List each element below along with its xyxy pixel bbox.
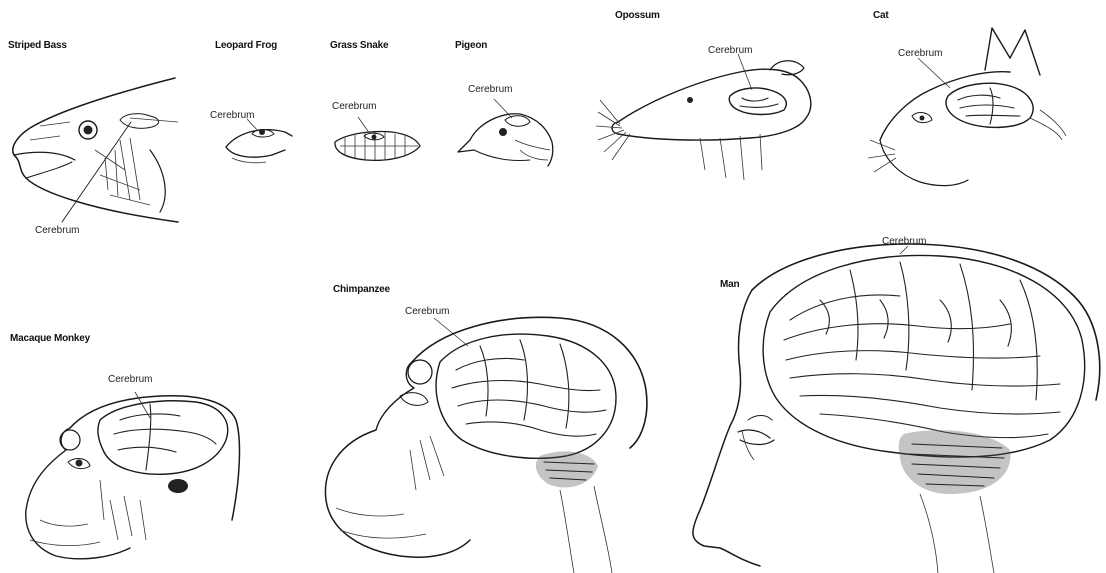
pigeon-illustration <box>458 99 553 166</box>
macaque-monkey-illustration <box>26 392 240 559</box>
man-title: Man <box>720 279 739 290</box>
striped-bass-cerebrum-label: Cerebrum <box>35 225 79 236</box>
cat-cerebrum-label: Cerebrum <box>898 48 942 59</box>
striped-bass-illustration <box>13 78 178 222</box>
grass-snake-illustration <box>335 117 420 160</box>
chimpanzee-illustration <box>325 317 646 573</box>
leopard-frog-illustration <box>226 119 292 163</box>
opossum-illustration <box>596 54 811 180</box>
leopard-frog-title: Leopard Frog <box>215 40 277 51</box>
man-illustration <box>693 244 1100 573</box>
macaque-monkey-title: Macaque Monkey <box>10 333 90 344</box>
striped-bass-title: Striped Bass <box>8 40 67 51</box>
leopard-frog-cerebrum-label: Cerebrum <box>210 110 254 121</box>
chimpanzee-cerebrum-label: Cerebrum <box>405 306 449 317</box>
opossum-title: Opossum <box>615 10 660 21</box>
macaque-cerebrum-label: Cerebrum <box>108 374 152 385</box>
man-cerebrum-label: Cerebrum <box>882 236 926 247</box>
pigeon-cerebrum-label: Cerebrum <box>468 84 512 95</box>
grass-snake-title: Grass Snake <box>330 40 388 51</box>
grass-snake-cerebrum-label: Cerebrum <box>332 101 376 112</box>
opossum-cerebrum-label: Cerebrum <box>708 45 752 56</box>
cat-title: Cat <box>873 10 889 21</box>
chimpanzee-title: Chimpanzee <box>333 284 390 295</box>
pigeon-title: Pigeon <box>455 40 487 51</box>
